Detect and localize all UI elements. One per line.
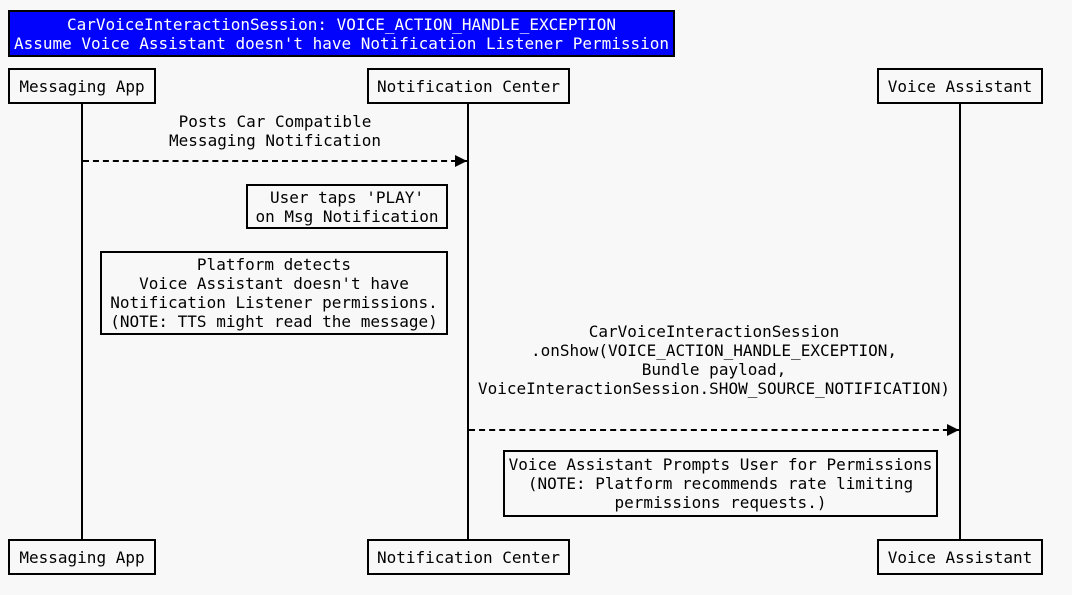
lifeline-messaging-app (81, 104, 83, 539)
note-user-taps-play: User taps 'PLAY' on Msg Notification (246, 184, 448, 229)
actor-bottom-messaging-app: Messaging App (8, 539, 156, 575)
actor-top-voice-assistant: Voice Assistant (877, 68, 1043, 104)
actor-top-messaging-app: Messaging App (8, 68, 156, 104)
lifeline-notification-center (467, 104, 469, 539)
diagram-title-banner: CarVoiceInteractionSession: VOICE_ACTION… (8, 10, 675, 57)
message-arrow-posts-notification (83, 160, 467, 162)
actor-bottom-notification-center: Notification Center (367, 539, 570, 575)
actor-top-notification-center: Notification Center (367, 68, 570, 104)
message-label-posts-notification: Posts Car Compatible Messaging Notificat… (169, 112, 381, 150)
lifeline-voice-assistant (959, 104, 961, 539)
actor-bottom-voice-assistant: Voice Assistant (877, 539, 1043, 575)
message-label-onshow-exception: CarVoiceInteractionSession .onShow(VOICE… (477, 322, 950, 398)
message-arrow-onshow-exception (469, 429, 959, 431)
note-voice-assistant-prompts: Voice Assistant Prompts User for Permiss… (503, 450, 938, 517)
arrowhead-right-icon (947, 424, 959, 436)
note-platform-detects: Platform detects Voice Assistant doesn't… (100, 251, 448, 335)
arrowhead-right-icon (455, 155, 467, 167)
